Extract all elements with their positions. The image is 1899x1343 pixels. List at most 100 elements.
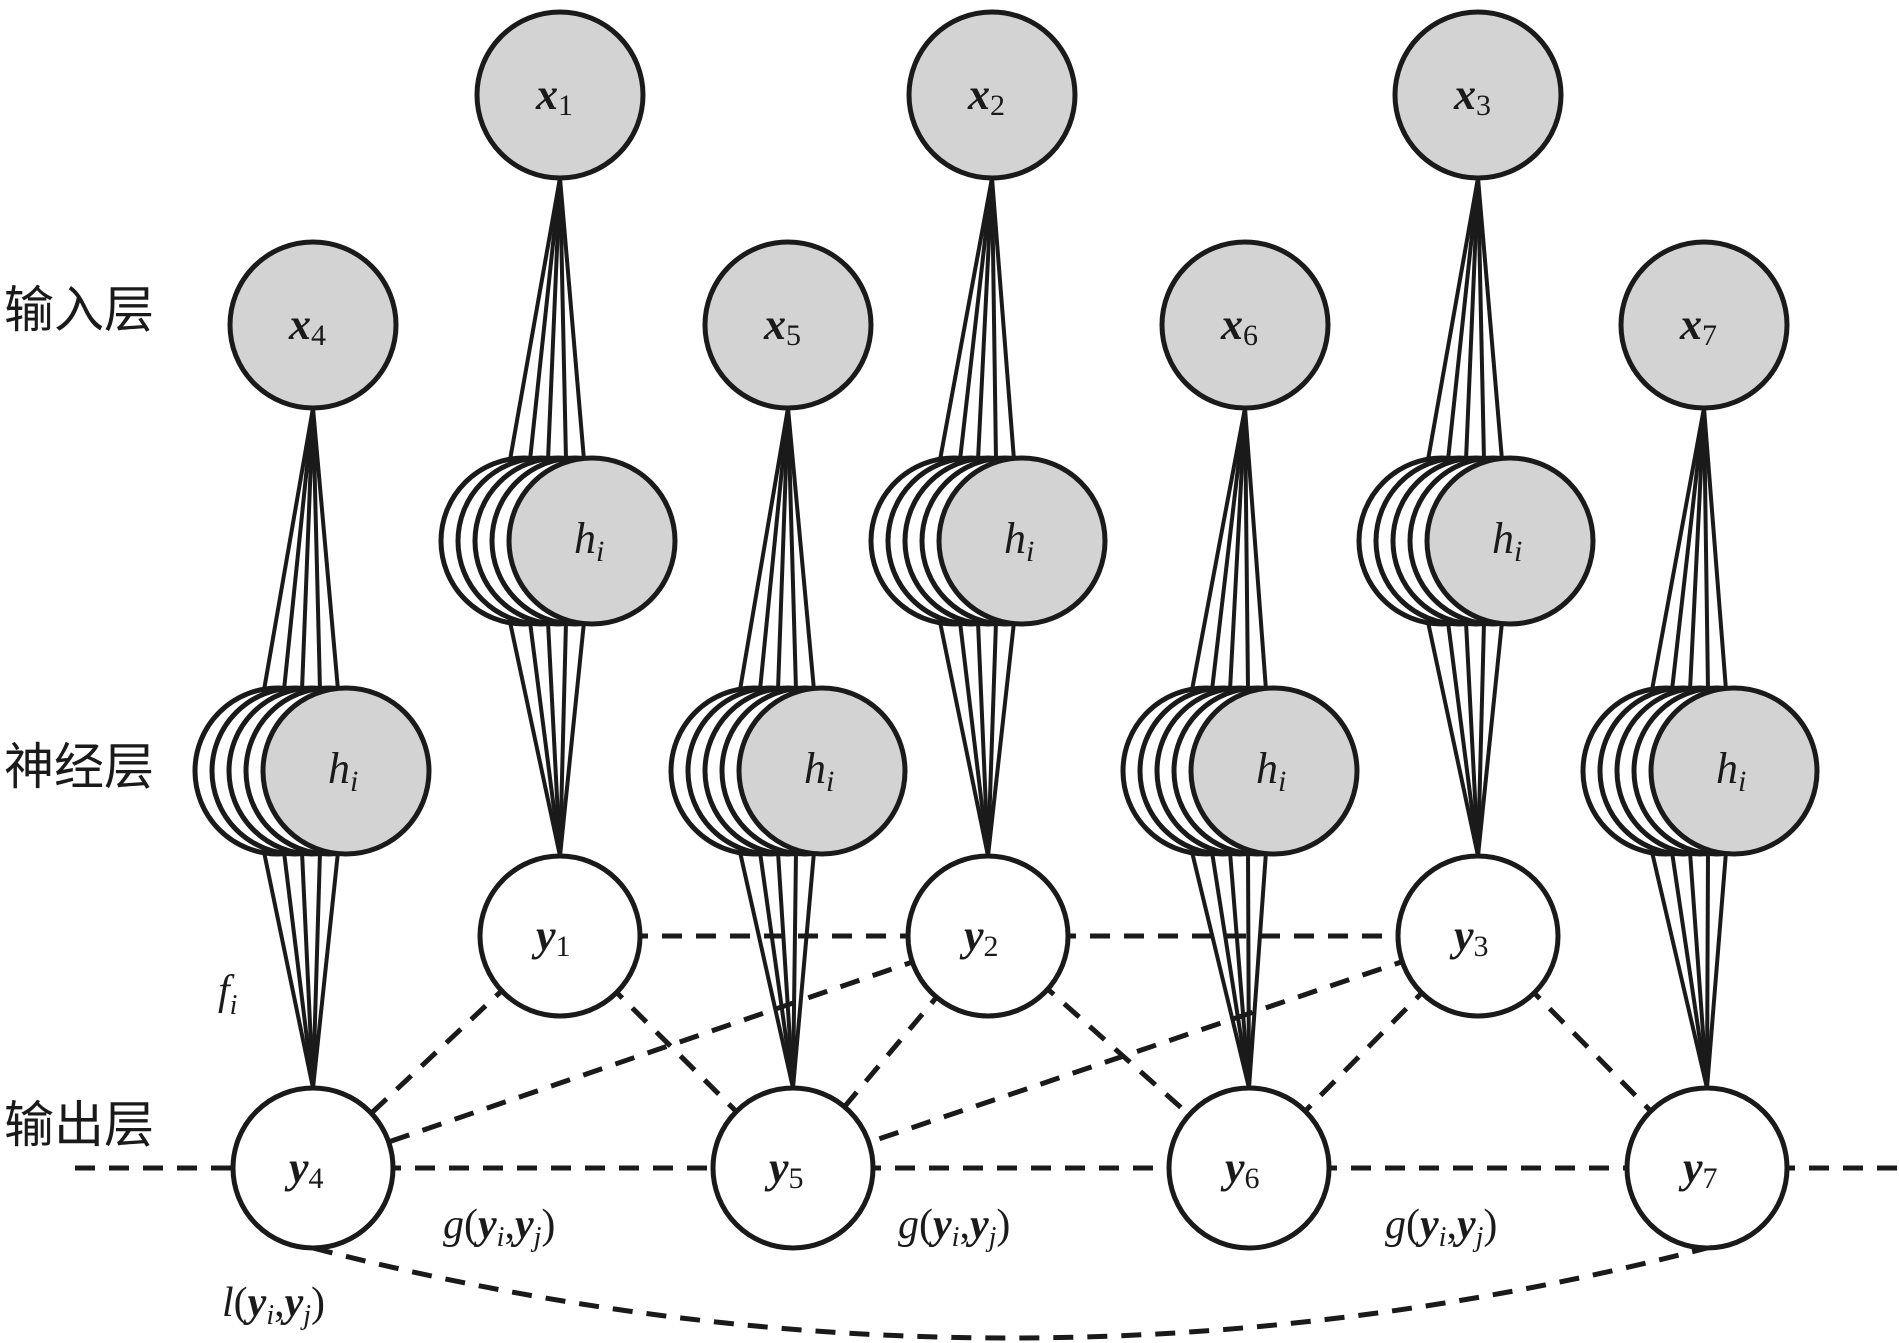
fan-line-in-5-4 bbox=[786, 407, 798, 691]
fan-line-in-7-1 bbox=[1650, 407, 1706, 691]
output-node-var: y bbox=[1449, 911, 1474, 960]
input-node-x3: x3 bbox=[1392, 9, 1564, 181]
input-node-label: x5 bbox=[763, 300, 801, 352]
hidden-node-var: h bbox=[574, 514, 596, 563]
hidden-node-front bbox=[736, 685, 908, 857]
input-node-var: x bbox=[1453, 70, 1476, 119]
fan-line-in-3-1 bbox=[1426, 177, 1480, 461]
fan-line-in-2-5 bbox=[990, 177, 1016, 461]
fan-line-out-2-3 bbox=[976, 621, 990, 857]
hidden-node-sub: i bbox=[1514, 535, 1522, 568]
fan-line-out-2-2 bbox=[958, 621, 990, 857]
hidden-node-label: hi bbox=[1004, 514, 1034, 568]
hidden-node-front bbox=[1188, 685, 1360, 857]
g-potential-label-2-part: g bbox=[898, 1202, 919, 1248]
fan-line-out-4-2 bbox=[282, 851, 315, 1089]
fan-line-out-3-2 bbox=[1446, 621, 1480, 857]
hidden-node-label: hi bbox=[804, 744, 834, 798]
fan-line-out-4-4 bbox=[311, 851, 322, 1089]
fan-line-out-5-5 bbox=[791, 851, 816, 1089]
potential-labels: g(yi,yj)g(yi,yj)g(yi,yj)l(yi,yj) bbox=[222, 1202, 1497, 1331]
hidden-node-label: hi bbox=[328, 744, 358, 798]
input-node-sub: 7 bbox=[1702, 319, 1717, 352]
g-potential-label-1-part: g bbox=[443, 1202, 464, 1248]
g-potential-label-3-part: j bbox=[1473, 1222, 1484, 1253]
g-potential-label-1-part: , bbox=[504, 1202, 515, 1248]
output-node-y7: y7 bbox=[1624, 1085, 1790, 1251]
hidden-node-label: hi bbox=[1492, 514, 1522, 568]
input-layer-label: 输入层 bbox=[4, 281, 154, 339]
fan-line-out-7-4 bbox=[1705, 851, 1710, 1089]
fan-line-out-1-5 bbox=[558, 621, 586, 857]
input-node-var: x bbox=[1679, 300, 1702, 349]
fan-line-in-2-2 bbox=[958, 177, 994, 461]
output-node-circle bbox=[230, 1085, 396, 1251]
fan-line-in-7-5 bbox=[1702, 407, 1728, 691]
input-node-var: x bbox=[967, 70, 990, 119]
output-node-var: y bbox=[1678, 1143, 1703, 1192]
output-node-label: y7 bbox=[1678, 1143, 1718, 1195]
g-potential-label-1-part: ) bbox=[541, 1202, 555, 1248]
fan-line-in-1-1 bbox=[508, 177, 562, 461]
input-node-circle bbox=[474, 9, 646, 181]
output-node-sub: 6 bbox=[1245, 1162, 1260, 1195]
fan-line-out-6-3 bbox=[1228, 851, 1251, 1089]
fan-line-in-3-5 bbox=[1476, 177, 1504, 461]
g-potential-label-1-part: ( bbox=[464, 1202, 478, 1248]
fan-line-out-5-3 bbox=[776, 851, 795, 1089]
input-node-x1: x1 bbox=[474, 9, 646, 181]
g-potential-label-3-part: ( bbox=[1406, 1202, 1420, 1248]
fan-line-out-3-4 bbox=[1476, 621, 1486, 857]
fan-line-in-4-1 bbox=[262, 407, 315, 691]
output-node-label: y4 bbox=[284, 1143, 324, 1195]
input-node-label: x7 bbox=[1679, 300, 1717, 352]
output-node-y6: y6 bbox=[1166, 1085, 1332, 1251]
hidden-node-front bbox=[1648, 685, 1820, 857]
fan-line-in-4-4 bbox=[311, 407, 322, 691]
hidden-stack-4: hi bbox=[192, 685, 432, 857]
g-potential-label-2-part: i bbox=[952, 1222, 960, 1253]
fan-connections-layer bbox=[262, 177, 1728, 1089]
hidden-stack-5: hi bbox=[668, 685, 908, 857]
fan-line-in-6-2 bbox=[1210, 407, 1247, 691]
fan-line-out-1-4 bbox=[558, 621, 568, 857]
output-node-label: y2 bbox=[959, 911, 999, 963]
fan-line-in-4-5 bbox=[311, 407, 340, 691]
output-node-y5: y5 bbox=[710, 1085, 876, 1251]
hidden-stack-3: hi bbox=[1356, 455, 1596, 627]
input-node-x5: x5 bbox=[702, 239, 874, 411]
fan-line-out-6-5 bbox=[1247, 851, 1268, 1089]
output-node-y3: y3 bbox=[1395, 853, 1561, 1019]
hidden-layer-label: 神经层 bbox=[4, 738, 154, 796]
output-layer-label: 输出层 bbox=[4, 1096, 154, 1154]
output-node-sub: 3 bbox=[1474, 930, 1489, 963]
hidden-node-sub: i bbox=[1738, 765, 1746, 798]
fan-line-in-4-3 bbox=[300, 407, 315, 691]
input-node-circle bbox=[1618, 239, 1790, 411]
output-node-circle bbox=[905, 853, 1071, 1019]
input-node-sub: 6 bbox=[1243, 319, 1258, 352]
f-label: fi bbox=[218, 968, 237, 1021]
input-node-circle bbox=[1392, 9, 1564, 181]
fan-line-in-2-3 bbox=[976, 177, 994, 461]
hidden-node-sub: i bbox=[1026, 535, 1034, 568]
output-node-label: y3 bbox=[1449, 911, 1489, 963]
fan-line-in-7-4 bbox=[1702, 407, 1710, 691]
l-potential-label-part: , bbox=[274, 1280, 285, 1326]
input-node-label: x1 bbox=[535, 70, 573, 122]
input-node-sub: 5 bbox=[786, 319, 801, 352]
fan-line-in-1-3 bbox=[546, 177, 562, 461]
hidden-node-sub: i bbox=[350, 765, 358, 798]
l-potential-label-part: ) bbox=[311, 1280, 325, 1326]
fan-line-out-4-1 bbox=[262, 851, 315, 1089]
hidden-node-var: h bbox=[1492, 514, 1514, 563]
g-potential-label-3-part: g bbox=[1385, 1202, 1406, 1248]
output-node-label: y6 bbox=[1220, 1143, 1260, 1195]
output-node-circle bbox=[1395, 853, 1561, 1019]
fan-line-in-3-4 bbox=[1476, 177, 1486, 461]
output-node-sub: 7 bbox=[1703, 1162, 1718, 1195]
g-potential-label-1: g(yi,yj) bbox=[443, 1202, 555, 1253]
hidden-node-sub: i bbox=[596, 535, 604, 568]
fan-line-out-4-5 bbox=[311, 851, 340, 1089]
